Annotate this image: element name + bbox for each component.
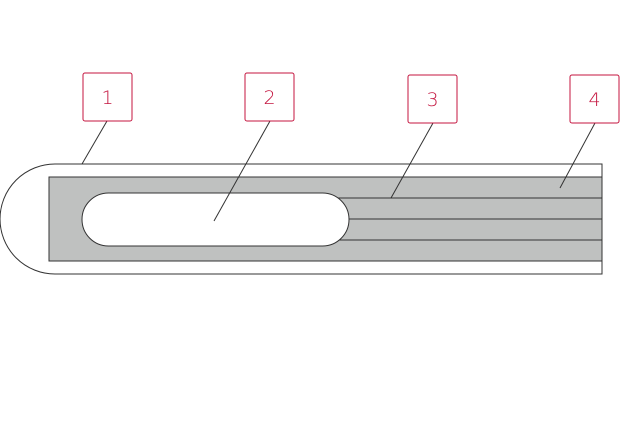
leader-line-3 xyxy=(390,122,434,199)
leader-line-2 xyxy=(213,120,271,222)
callout-label: 2 xyxy=(263,87,275,109)
callout-box xyxy=(244,72,295,122)
callout-4: 4 xyxy=(569,74,620,124)
callout-1: 1 xyxy=(82,72,133,122)
conductor-strands xyxy=(330,197,602,241)
callout-3: 3 xyxy=(407,74,458,124)
leader-line-1 xyxy=(81,120,108,165)
callout-box xyxy=(82,72,133,122)
leader-line-4 xyxy=(559,122,596,189)
callout-label: 3 xyxy=(426,89,438,111)
callout-label: 1 xyxy=(101,87,113,109)
callout-2: 2 xyxy=(244,72,295,122)
callout-label: 4 xyxy=(588,89,600,111)
callout-box xyxy=(569,74,620,124)
callout-box xyxy=(407,74,458,124)
cavity xyxy=(81,192,350,247)
